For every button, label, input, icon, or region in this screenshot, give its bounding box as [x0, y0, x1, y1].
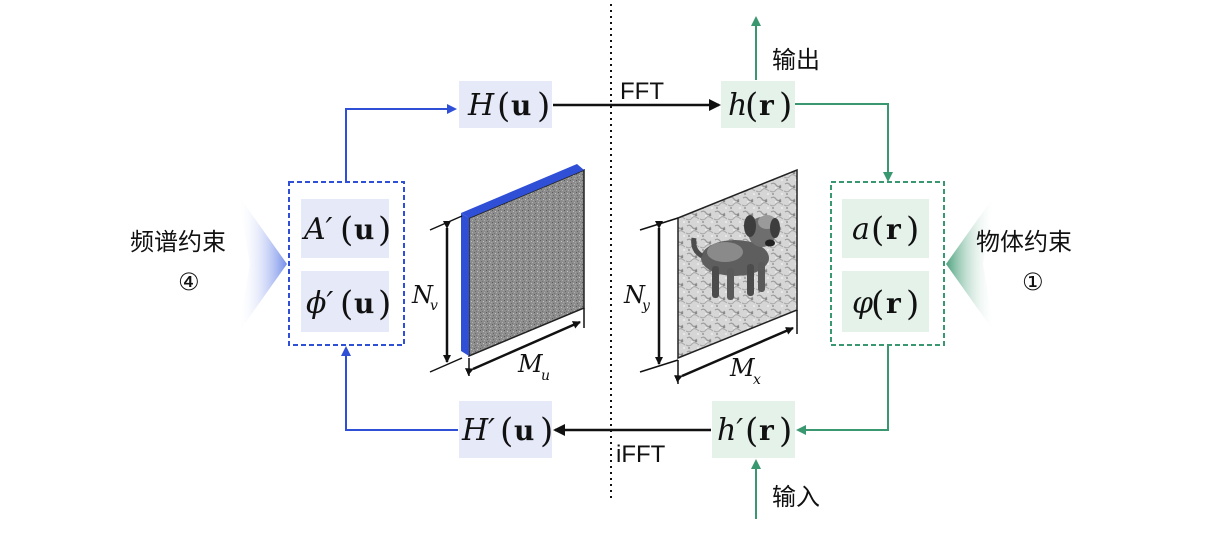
svg-text:(: (: [500, 411, 513, 451]
freq-width-dimension: [464, 320, 581, 376]
object-constraint-box: [830, 181, 945, 346]
ifft-label: iFFT: [616, 441, 666, 468]
node-Hp-u: H′ ( u ): [461, 411, 553, 451]
space-width-sub: x: [753, 372, 761, 388]
node-H-u: H ( u ): [467, 86, 550, 126]
svg-text:(: (: [340, 284, 353, 324]
object-constraint-arrow: [946, 195, 995, 333]
node-varphi-r: φ ( r ): [852, 284, 919, 324]
svg-text:H: H: [467, 88, 495, 123]
input-label: 输入: [772, 483, 820, 511]
spectrum-constraint-marker: ④: [178, 268, 200, 296]
space-width-dimension: [673, 326, 794, 383]
output-label: 输出: [772, 46, 820, 74]
node-h-r-box: [721, 81, 795, 128]
node-a-r-box: [842, 199, 929, 258]
svg-text:H′: H′: [461, 413, 495, 448]
node-hp-r-box: [712, 401, 795, 458]
node-Ap-u: A′ ( u ): [301, 210, 391, 250]
svg-text:(: (: [745, 411, 758, 451]
dog-object-image: [691, 215, 780, 300]
object-constraint-label: 物体约束: [976, 228, 1072, 256]
node-varphi-r-box: [842, 271, 929, 332]
node-a-r: a ( r ): [852, 210, 919, 250]
freq-height-sub: v: [430, 298, 438, 314]
svg-text:): ): [537, 86, 550, 126]
svg-text:ϕ′: ϕ′: [306, 286, 333, 321]
svg-text:r: r: [759, 89, 775, 122]
spectrum-constraint-label: 频谱约束: [130, 228, 226, 256]
green-arrow-to-object-constraint: [795, 103, 893, 182]
blue-arrow-to-H-u: [345, 104, 457, 181]
svg-text:): ): [378, 284, 391, 324]
space-height-label: N: [623, 281, 646, 309]
svg-text:φ: φ: [852, 286, 873, 321]
svg-text:): ): [779, 86, 792, 126]
hologram-side-edge: [461, 213, 469, 356]
svg-text:): ): [540, 411, 553, 451]
fft-label: FFT: [620, 78, 664, 105]
freq-width-sub: u: [541, 368, 550, 384]
node-H-u-box: [459, 81, 552, 128]
freq-width-label: M: [517, 350, 544, 378]
svg-text:u: u: [354, 213, 374, 246]
object-constraint-marker: ①: [1022, 268, 1044, 296]
blue-arrow-to-spectrum-constraint: [341, 346, 458, 431]
svg-text:(: (: [745, 86, 758, 126]
svg-text:(: (: [871, 210, 884, 250]
svg-text:a: a: [852, 212, 870, 247]
hologram-top-edge: [461, 164, 584, 218]
spectrum-constraint-box: [288, 181, 405, 346]
svg-text:(: (: [871, 284, 884, 324]
svg-text:): ): [779, 411, 792, 451]
svg-text:): ): [906, 284, 919, 324]
svg-text:(: (: [497, 86, 510, 126]
freq-height-label: N: [411, 281, 434, 309]
svg-text:u: u: [511, 89, 531, 122]
spatial-domain-panel: N y M x: [623, 168, 798, 388]
svg-text:h: h: [728, 88, 747, 123]
svg-text:A′: A′: [301, 212, 333, 247]
node-phip-u: ϕ′ ( u ): [306, 284, 391, 324]
svg-text:(: (: [340, 210, 353, 250]
node-Hp-u-box: [459, 401, 552, 458]
frequency-domain-panel: N v M u: [411, 164, 585, 384]
node-hp-r: h′ ( r ): [717, 411, 792, 451]
svg-text:u: u: [354, 287, 374, 320]
svg-text:r: r: [886, 287, 902, 320]
svg-text:r: r: [886, 213, 902, 246]
svg-text:h′: h′: [717, 413, 743, 448]
node-Ap-u-box: [301, 199, 389, 258]
space-width-label: M: [729, 354, 756, 382]
node-phip-u-box: [301, 271, 389, 332]
spectrum-constraint-arrow: [238, 195, 287, 333]
svg-text:): ): [378, 210, 391, 250]
svg-text:u: u: [514, 414, 534, 447]
node-h-r: h ( r ): [728, 86, 792, 126]
green-arrow-to-hp-r: [796, 346, 889, 435]
space-height-sub: y: [641, 298, 651, 314]
svg-text:): ): [906, 210, 919, 250]
svg-text:r: r: [759, 414, 775, 447]
